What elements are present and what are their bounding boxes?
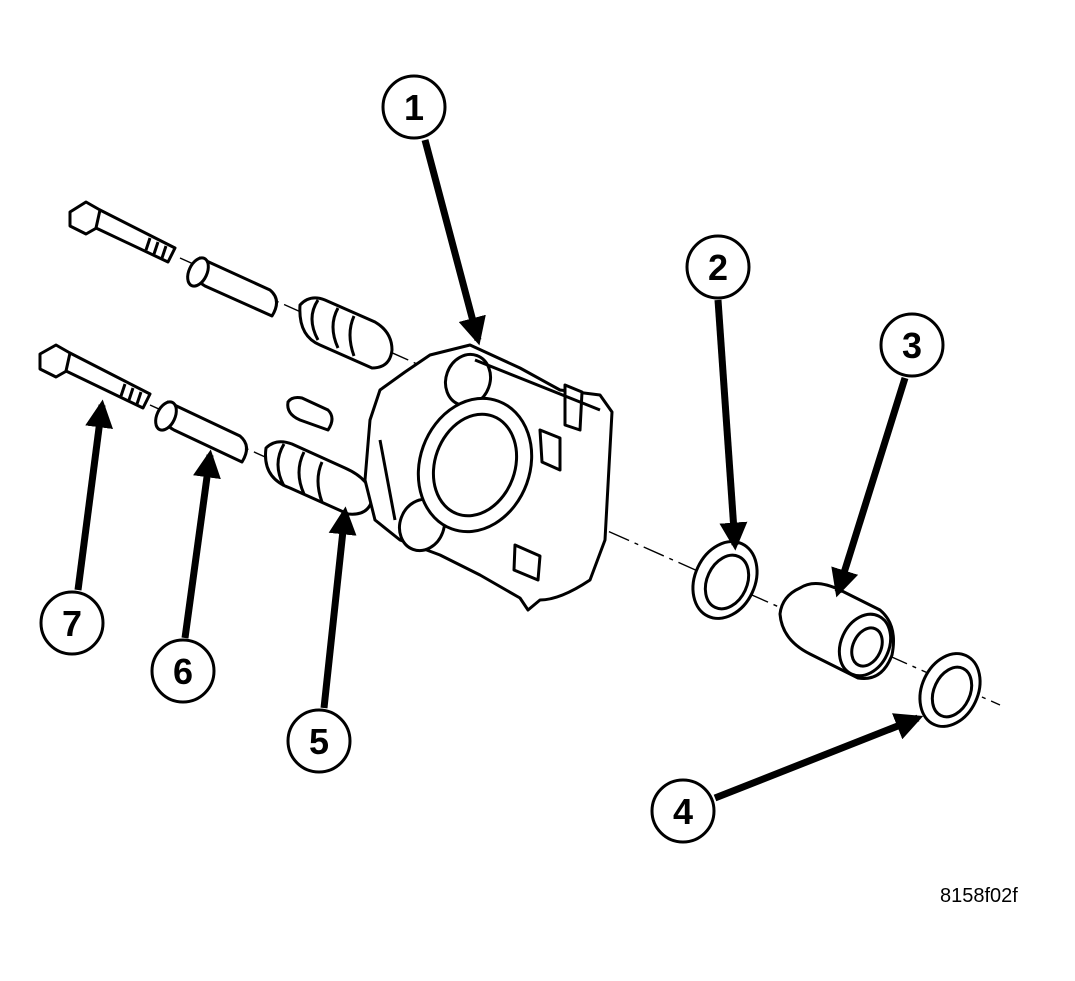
lower-pin-bushing	[264, 440, 374, 516]
figure-id-label: 8158f02f	[940, 885, 1018, 907]
leader-5	[320, 506, 357, 709]
leader-6	[181, 449, 221, 639]
upper-pin-sleeve	[186, 256, 278, 318]
caliper-housing	[363, 343, 614, 612]
lower-guide-pin-bolt	[38, 343, 152, 410]
callout-3: 3	[879, 312, 945, 378]
caliper-piston	[778, 582, 895, 681]
leader-1	[421, 139, 486, 346]
upper-pin-bushing	[298, 296, 394, 370]
leader-2	[714, 299, 748, 551]
callout-4: 4	[650, 778, 716, 844]
bleeder-screw	[286, 396, 334, 432]
leader-7	[74, 399, 114, 591]
lower-pin-sleeve	[154, 400, 248, 464]
callout-7-number: 7	[62, 603, 82, 644]
callout-2-number: 2	[708, 247, 728, 288]
callout-2: 2	[685, 234, 751, 300]
callout-6: 6	[150, 638, 216, 704]
piston-dust-boot	[918, 652, 982, 728]
callout-3-number: 3	[902, 325, 922, 366]
callout-1: 1	[381, 74, 447, 140]
callout-5-number: 5	[309, 721, 329, 762]
upper-guide-pin-bolt	[68, 200, 177, 264]
callout-4-number: 4	[673, 791, 693, 832]
piston-seal	[691, 540, 759, 620]
callout-6-number: 6	[173, 651, 193, 692]
callout-5: 5	[286, 708, 352, 774]
leader-4	[713, 713, 924, 802]
leader-3	[831, 376, 909, 598]
callout-1-number: 1	[404, 87, 424, 128]
callout-7: 7	[39, 590, 105, 656]
